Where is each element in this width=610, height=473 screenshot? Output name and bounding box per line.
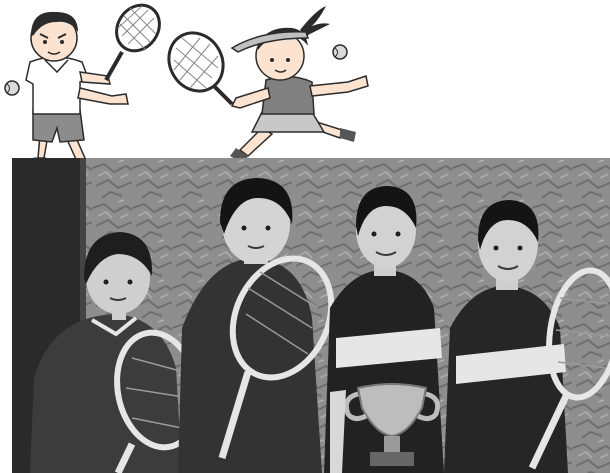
team-photo [12,158,610,473]
child-3 [324,186,444,473]
tennis-players-illustration [4,3,369,175]
tennis-racket [218,255,335,460]
tennis-racket [528,267,610,470]
tennis-racket-icon [167,31,234,106]
boy-tennis-player [4,3,161,175]
tennis-racket-icon [104,3,161,81]
girl-tennis-player [167,6,369,164]
trophy-cup [330,383,441,473]
child-4 [444,200,610,473]
child-1 [30,232,202,473]
child-2 [178,178,335,473]
